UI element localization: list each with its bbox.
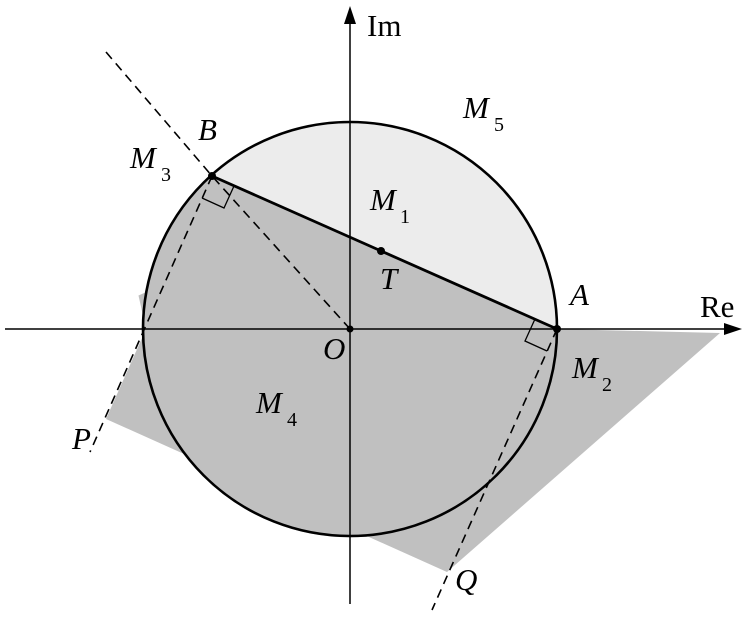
- point-t-dot: [377, 247, 385, 255]
- right-angle-marker-a: [524, 318, 548, 352]
- region-m3-index: 3: [161, 164, 171, 186]
- region-label-m2: M 2: [571, 350, 612, 396]
- region-label-m1: M 1: [369, 182, 410, 228]
- point-label-q: Q: [455, 562, 477, 597]
- dashed-line-through-b: [105, 51, 213, 177]
- region-m2-index: 2: [602, 374, 612, 396]
- region-label-m5: M 5: [462, 90, 504, 136]
- point-label-b: B: [198, 112, 217, 147]
- point-label-t: T: [380, 261, 400, 296]
- region-m1-letter: M: [369, 182, 398, 217]
- region-m4-letter: M: [255, 385, 284, 420]
- region-m1-index: 1: [400, 206, 410, 228]
- region-label-m3: M 3: [129, 140, 171, 186]
- imaginary-axis-label: Im: [367, 8, 401, 43]
- region-m2-letter: M: [571, 350, 600, 385]
- region-m1-light-segment: [212, 123, 557, 329]
- point-b-dot: [208, 172, 216, 180]
- point-a-dot: [553, 325, 561, 333]
- point-label-p: P: [71, 421, 91, 456]
- points: [208, 172, 561, 333]
- region-m5-letter: M: [462, 90, 491, 125]
- dashed-line-o-to-b: [211, 175, 351, 330]
- real-axis-arrowhead: [724, 323, 742, 335]
- shaded-regions: [106, 52, 720, 572]
- point-label-origin: O: [323, 331, 345, 366]
- right-angle-marker-b: [201, 185, 235, 209]
- dashed-line-a-to-q: [431, 328, 558, 611]
- region-m4-index: 4: [287, 409, 297, 431]
- real-axis-label: Re: [700, 289, 734, 324]
- imaginary-axis-arrowhead: [344, 6, 356, 24]
- point-label-a: A: [568, 277, 590, 312]
- right-angle-markers: [201, 185, 548, 352]
- dashed-line-b-to-p: [89, 175, 213, 453]
- dashed-lines: [89, 51, 558, 611]
- region-m5-index: 5: [494, 114, 504, 136]
- axes: [5, 6, 742, 604]
- region-label-m4: M 4: [255, 385, 297, 431]
- point-origin-dot: [346, 325, 354, 333]
- region-m3-letter: M: [129, 140, 158, 175]
